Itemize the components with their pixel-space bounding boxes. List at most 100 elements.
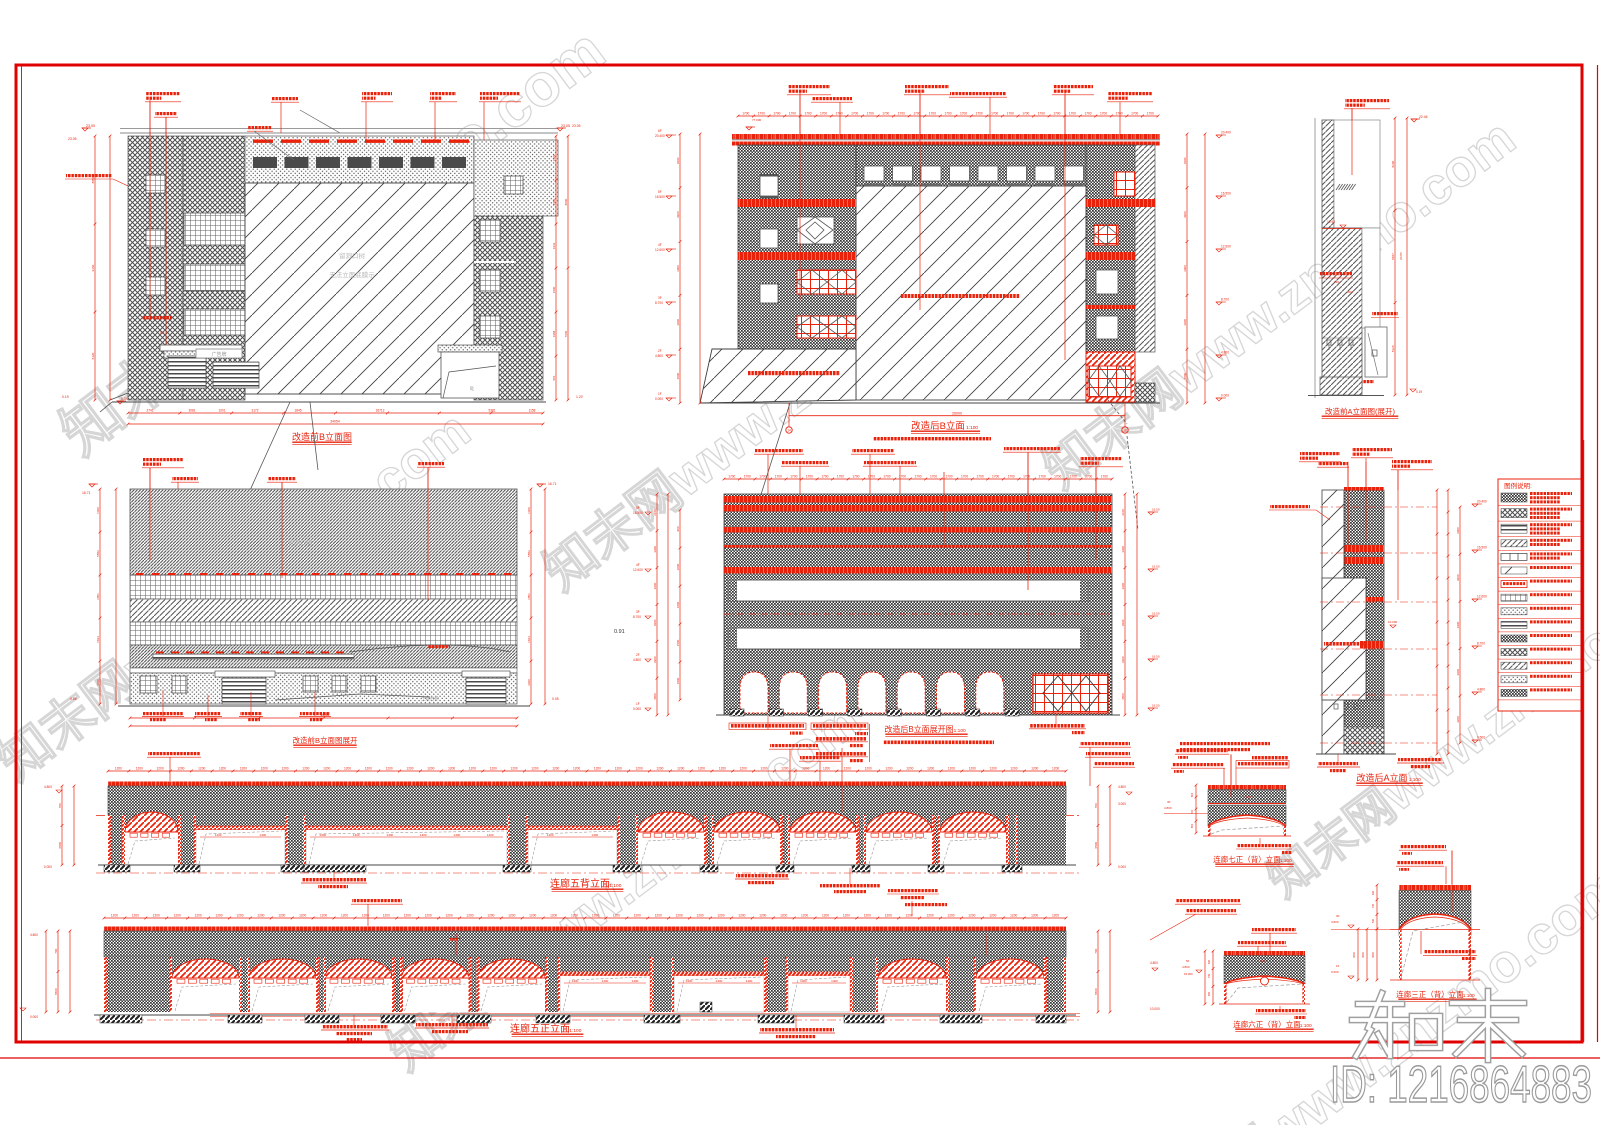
- svg-text:12.600: 12.600: [1221, 245, 1231, 249]
- svg-text:1400: 1400: [353, 833, 360, 837]
- svg-text:1200: 1200: [634, 913, 641, 917]
- svg-text:1700: 1700: [1022, 111, 1029, 115]
- svg-text:1800: 1800: [676, 677, 680, 684]
- svg-text:1200: 1200: [550, 913, 557, 917]
- svg-text:5120: 5120: [91, 352, 95, 359]
- svg-text:1200: 1200: [111, 913, 118, 917]
- svg-text:1400: 1400: [591, 833, 598, 837]
- svg-text:留洞口树: 留洞口树: [288, 539, 312, 547]
- svg-text:3F: 3F: [1336, 914, 1340, 918]
- svg-text:1700: 1700: [851, 111, 858, 115]
- svg-text:6500: 6500: [1094, 988, 1098, 995]
- svg-text:1200: 1200: [717, 913, 724, 917]
- svg-text:4.800: 4.800: [30, 933, 38, 937]
- svg-text:1200: 1200: [676, 913, 683, 917]
- svg-text:1834: 1834: [527, 636, 531, 643]
- svg-text:4.800: 4.800: [1150, 961, 1158, 965]
- svg-text:1700: 1700: [1100, 111, 1107, 115]
- svg-text:1200: 1200: [864, 913, 871, 917]
- svg-text:1400: 1400: [319, 833, 326, 837]
- svg-text:1200: 1200: [362, 913, 369, 917]
- svg-text:4.800: 4.800: [1182, 965, 1190, 969]
- svg-text:1200: 1200: [365, 766, 372, 770]
- svg-text:1200: 1200: [655, 913, 662, 917]
- svg-text:1200: 1200: [425, 913, 432, 917]
- svg-text:1400: 1400: [96, 507, 100, 514]
- svg-text:3900: 3900: [653, 619, 657, 626]
- svg-text:1700: 1700: [821, 474, 828, 478]
- svg-text:0.000: 0.000: [1118, 865, 1126, 869]
- svg-text:1700: 1700: [991, 111, 998, 115]
- svg-text:1200: 1200: [132, 913, 139, 917]
- svg-text:2100: 2100: [653, 509, 657, 516]
- svg-text:16.71: 16.71: [548, 482, 557, 486]
- svg-text:700: 700: [1094, 803, 1098, 808]
- svg-text:1200: 1200: [906, 766, 913, 770]
- svg-text:1200: 1200: [843, 913, 850, 917]
- svg-text:1700: 1700: [867, 111, 874, 115]
- svg-text:1700: 1700: [992, 474, 999, 478]
- svg-text:6500: 6500: [1362, 952, 1365, 958]
- svg-text:1200: 1200: [320, 913, 327, 917]
- svg-text:1700: 1700: [1085, 474, 1092, 478]
- svg-text:1700: 1700: [1131, 111, 1138, 115]
- svg-text:700: 700: [58, 803, 62, 808]
- svg-text:6500: 6500: [58, 842, 62, 849]
- svg-text:3900: 3900: [676, 157, 680, 164]
- svg-text:16.50: 16.50: [1152, 704, 1160, 708]
- svg-text:1400: 1400: [527, 507, 531, 514]
- svg-text:3900: 3900: [676, 211, 680, 218]
- svg-text:12.600: 12.600: [633, 568, 643, 572]
- svg-text:1200: 1200: [136, 766, 143, 770]
- svg-text:12.600: 12.600: [1477, 595, 1487, 599]
- svg-text:连廊六正（背）立面: 连廊六正（背）立面: [1233, 1019, 1301, 1029]
- svg-text:3900: 3900: [1456, 669, 1460, 676]
- svg-text:4.800: 4.800: [1477, 688, 1485, 692]
- svg-text:1F: 1F: [1336, 964, 1340, 968]
- svg-text:16.50: 16.50: [1152, 612, 1160, 616]
- svg-text:2F: 2F: [636, 653, 640, 657]
- svg-text:1200: 1200: [198, 766, 205, 770]
- svg-text:3900: 3900: [1183, 157, 1187, 164]
- svg-text:1700: 1700: [929, 111, 936, 115]
- svg-text:1200: 1200: [989, 913, 996, 917]
- svg-text:1200: 1200: [594, 766, 601, 770]
- svg-text:1400: 1400: [572, 979, 579, 983]
- svg-text:1200: 1200: [341, 913, 348, 917]
- svg-text:0.19: 0.19: [121, 397, 128, 401]
- svg-text:1700: 1700: [744, 474, 751, 478]
- svg-text:1400: 1400: [420, 833, 427, 837]
- svg-text:1200: 1200: [469, 766, 476, 770]
- svg-text:600: 600: [1208, 959, 1211, 964]
- svg-text:16.500: 16.500: [633, 511, 643, 515]
- svg-text:700: 700: [1372, 903, 1375, 908]
- svg-text:5F: 5F: [1186, 959, 1190, 963]
- svg-text:1200: 1200: [1010, 766, 1017, 770]
- svg-text:8850: 8850: [91, 176, 95, 183]
- svg-text:1700: 1700: [759, 474, 766, 478]
- svg-text:0.000: 0.000: [633, 707, 641, 711]
- svg-text:1700: 1700: [944, 111, 951, 115]
- svg-text:16.50: 16.50: [1152, 565, 1160, 569]
- svg-text:1200: 1200: [529, 913, 536, 917]
- svg-text:1700: 1700: [806, 474, 813, 478]
- svg-text:700: 700: [54, 948, 58, 953]
- svg-text:16.500: 16.500: [655, 195, 665, 199]
- svg-text:4800: 4800: [676, 372, 680, 379]
- svg-text:1:100: 1:100: [966, 425, 978, 431]
- svg-text:1700: 1700: [837, 474, 844, 478]
- svg-text:3900: 3900: [653, 546, 657, 553]
- svg-text:1200: 1200: [174, 913, 181, 917]
- svg-text:3900: 3900: [653, 656, 657, 663]
- svg-text:9160: 9160: [91, 264, 95, 271]
- svg-text:5552: 5552: [527, 550, 531, 557]
- svg-text:3900: 3900: [676, 265, 680, 272]
- svg-text:1700: 1700: [728, 474, 735, 478]
- svg-text:4.800: 4.800: [1331, 920, 1339, 924]
- svg-text:1200: 1200: [446, 913, 453, 917]
- svg-text:16.500: 16.500: [1221, 192, 1231, 196]
- svg-text:改造后A立面: 改造后A立面: [1356, 772, 1407, 783]
- svg-text:1700: 1700: [945, 474, 952, 478]
- svg-text:ID: 1216864883: ID: 1216864883: [1330, 1056, 1592, 1114]
- svg-text:3F: 3F: [636, 610, 640, 614]
